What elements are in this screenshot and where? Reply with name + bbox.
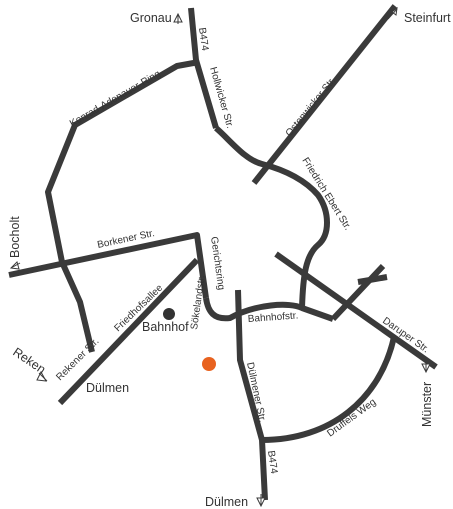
road-bahnhofstr [203, 297, 335, 322]
arrow-down-left-icon [36, 370, 47, 382]
place-reken: Reken [10, 345, 48, 377]
place-steinfurt: Steinfurt [404, 11, 451, 25]
road-friedhofsallee [57, 257, 200, 406]
place-bocholt: Bocholt [8, 216, 22, 258]
place-gronau: Gronau [130, 11, 172, 25]
label-rekener: Rekener Str. [54, 336, 101, 383]
road-spur-junction [357, 274, 388, 285]
road-daruper [274, 251, 438, 370]
road-druffels-weg [261, 336, 397, 443]
station-dot-icon [163, 308, 175, 320]
label-druffels: Druffels Weg [325, 397, 378, 440]
place-labels: Gronau Steinfurt Bocholt Reken Dülmen Ba… [8, 11, 451, 509]
label-b474-south: B474 [265, 450, 279, 475]
label-konrad-adenauer: Konrad-Adenauer-Ring [68, 69, 163, 130]
road-ostenwicker [251, 4, 398, 185]
label-gerichtsring: Gerichtsring [208, 236, 226, 291]
place-munster: Münster [420, 382, 434, 427]
label-bahnhofstr: Bahnhofstr. [247, 310, 298, 325]
label-b474-north: B474 [196, 27, 210, 52]
location-dot-icon[interactable] [202, 357, 216, 371]
road-dulmener [235, 289, 268, 501]
road-inner-ring [214, 125, 330, 309]
place-dulmen-west: Dülmen [86, 381, 129, 395]
road-borkener [8, 232, 209, 299]
place-dulmen-south: Dülmen [205, 495, 248, 509]
label-ostenwicker: Ostenwicker Str. [284, 75, 338, 139]
place-bahnhof: Bahnhof [142, 320, 189, 334]
road-network [8, 4, 438, 501]
direction-arrows [9, 6, 431, 508]
road-spur-northeast [330, 263, 386, 322]
road-konrad-adenauer-ring [45, 59, 200, 353]
